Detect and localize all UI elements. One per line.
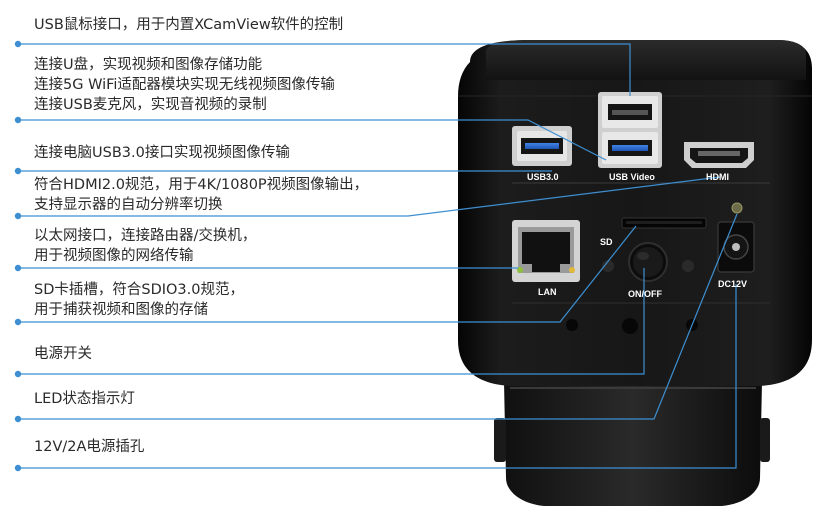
leader-dot bbox=[14, 464, 22, 472]
callout-usb-storage: 连接U盘，实现视频和图像存储功能 连接5G WiFi适配器模块实现无线视频图像传… bbox=[34, 55, 335, 115]
usb-stack-port bbox=[598, 92, 662, 168]
leader-power-switch bbox=[18, 268, 645, 375]
port-label-usb30: USB3.0 bbox=[527, 172, 559, 182]
sd-slot bbox=[621, 217, 707, 229]
callout-power-switch: 电源开关 bbox=[34, 344, 92, 364]
leader-usb-storage bbox=[18, 119, 607, 161]
callout-text: USB鼠标接口，用于内置XCamView软件的控制 bbox=[34, 17, 344, 33]
leader-hdmi bbox=[18, 176, 721, 217]
callout-usb-mouse: USB鼠标接口，用于内置XCamView软件的控制 bbox=[34, 15, 343, 35]
callout-text: SD卡插槽，符合SDIO3.0规范， bbox=[34, 282, 244, 298]
callout-text: 12V/2A电源插孔 bbox=[34, 439, 145, 455]
power-button bbox=[628, 242, 668, 282]
lens-ring bbox=[494, 418, 506, 462]
camera-top-rim bbox=[486, 40, 806, 80]
leader-dot bbox=[14, 212, 22, 220]
callout-lan: 以太网接口，连接路由器/交换机， 用于视频图像的网络传输 bbox=[34, 226, 256, 266]
callout-text: 符合HDMI2.0规范，用于4K/1080P视频图像输出， bbox=[34, 177, 369, 193]
leader-dot bbox=[14, 40, 22, 48]
dc-jack-port bbox=[717, 221, 755, 273]
port-label-lan: LAN bbox=[538, 287, 557, 297]
callout-sd: SD卡插槽，符合SDIO3.0规范， 用于捕获视频和图像的存储 bbox=[34, 280, 244, 320]
leader-dot bbox=[14, 370, 22, 378]
callout-text: 连接U盘，实现视频和图像存储功能 bbox=[34, 57, 263, 73]
callout-text: LED状态指示灯 bbox=[34, 391, 135, 407]
callout-text: 用于视频图像的网络传输 bbox=[34, 248, 194, 264]
port-label-onoff: ON/OFF bbox=[628, 289, 662, 299]
leader-dots bbox=[14, 40, 22, 472]
callout-led: LED状态指示灯 bbox=[34, 389, 135, 409]
callout-text: 连接5G WiFi适配器模块实现无线视频图像传输 bbox=[34, 77, 335, 93]
port-label-dc12v: DC12V bbox=[718, 279, 748, 289]
leader-usb-mouse bbox=[18, 43, 631, 96]
led-indicator bbox=[731, 202, 743, 214]
leader-led bbox=[18, 213, 738, 420]
leader-dot bbox=[14, 116, 22, 124]
leader-dot bbox=[14, 318, 22, 326]
leader-dot bbox=[14, 415, 22, 423]
callout-hdmi: 符合HDMI2.0规范，用于4K/1080P视频图像输出， 支持显示器的自动分辨… bbox=[34, 175, 368, 215]
callout-text: 连接电脑USB3.0接口实现视频图像传输 bbox=[34, 145, 290, 161]
leader-sd bbox=[18, 225, 637, 323]
callout-text: 以太网接口，连接路由器/交换机， bbox=[34, 228, 257, 244]
usb3-port bbox=[512, 126, 572, 166]
leader-dc-jack bbox=[18, 284, 737, 469]
callout-text: 用于捕获视频和图像的存储 bbox=[34, 302, 208, 318]
hdmi-port bbox=[684, 142, 754, 168]
port-label-usb-video: USB Video bbox=[609, 172, 655, 182]
callout-text: 支持显示器的自动分辨率切换 bbox=[34, 197, 223, 213]
leader-lines bbox=[18, 43, 738, 469]
leader-dot bbox=[14, 167, 22, 175]
port-label-sd: SD bbox=[600, 237, 613, 247]
callout-usb3-pc: 连接电脑USB3.0接口实现视频图像传输 bbox=[34, 143, 290, 163]
callout-text: 电源开关 bbox=[34, 346, 92, 362]
leader-dot bbox=[14, 264, 22, 272]
callout-text: 连接USB麦克风，实现音视频的录制 bbox=[34, 97, 267, 113]
lan-port bbox=[512, 220, 580, 282]
port-label-hdmi: HDMI bbox=[706, 172, 729, 182]
lens-barrel bbox=[504, 382, 762, 506]
callout-dc-jack: 12V/2A电源插孔 bbox=[34, 437, 144, 457]
camera-body bbox=[458, 40, 812, 386]
